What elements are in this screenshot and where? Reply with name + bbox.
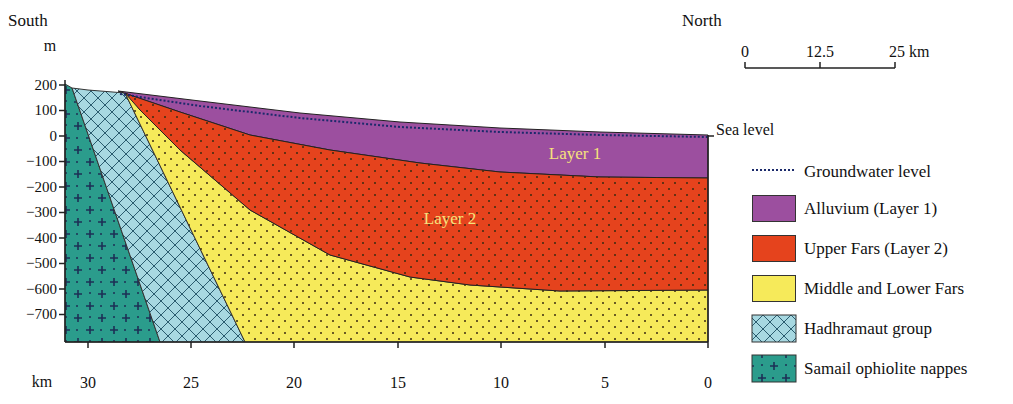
depth-tick: −500 (26, 256, 57, 271)
direction-label: South (8, 12, 48, 29)
depth-tick: 0 (50, 129, 58, 144)
depth-tick: 100 (35, 103, 58, 118)
depth-tick: −200 (26, 180, 57, 195)
groundwater-legend-line (752, 169, 796, 171)
legend-text: Middle and Lower Fars (804, 280, 964, 297)
band-outline (125, 93, 708, 291)
depth-tick: −700 (26, 307, 57, 322)
depth-tick: −300 (26, 205, 57, 220)
depth-tick: −100 (26, 154, 57, 169)
legend-text: Alluvium (Layer 1) (804, 200, 937, 217)
legend-text: Hadhramaut group (804, 320, 932, 337)
layer-label: Layer 2 (424, 210, 476, 227)
strata-band: Layer 2 (125, 93, 708, 291)
distance-tick: 20 (286, 375, 302, 391)
hatch-swatch (752, 315, 796, 342)
scale-number: 0 (741, 44, 749, 60)
distance-tick: 15 (390, 375, 406, 391)
legend-swatch (752, 275, 796, 302)
distance-tick: 30 (80, 375, 96, 391)
legend-swatch (752, 195, 796, 222)
distance-tick: 25 (183, 375, 199, 391)
axis-unit: km (32, 374, 52, 390)
distance-tick: 10 (493, 375, 509, 391)
direction-label: North (682, 12, 722, 29)
distance-tick: 0 (704, 375, 712, 391)
legend-text: Upper Fars (Layer 2) (804, 240, 948, 257)
sea-level-label: Sea level (716, 122, 774, 138)
cross-swatch (752, 355, 796, 382)
legend-text: Groundwater level (804, 163, 931, 180)
axis-unit: m (44, 38, 56, 54)
depth-tick: −400 (26, 231, 57, 246)
scale-number: 25 km (889, 44, 929, 60)
legend-text: Samail ophiolite nappes (804, 360, 967, 377)
depth-tick: −600 (26, 282, 57, 297)
depth-tick: 200 (35, 78, 58, 93)
legend-swatch (752, 235, 796, 262)
groundwater-line (120, 94, 708, 137)
layer-label: Layer 1 (549, 145, 601, 162)
scale-number: 12.5 (806, 44, 834, 60)
distance-tick: 5 (601, 375, 609, 391)
